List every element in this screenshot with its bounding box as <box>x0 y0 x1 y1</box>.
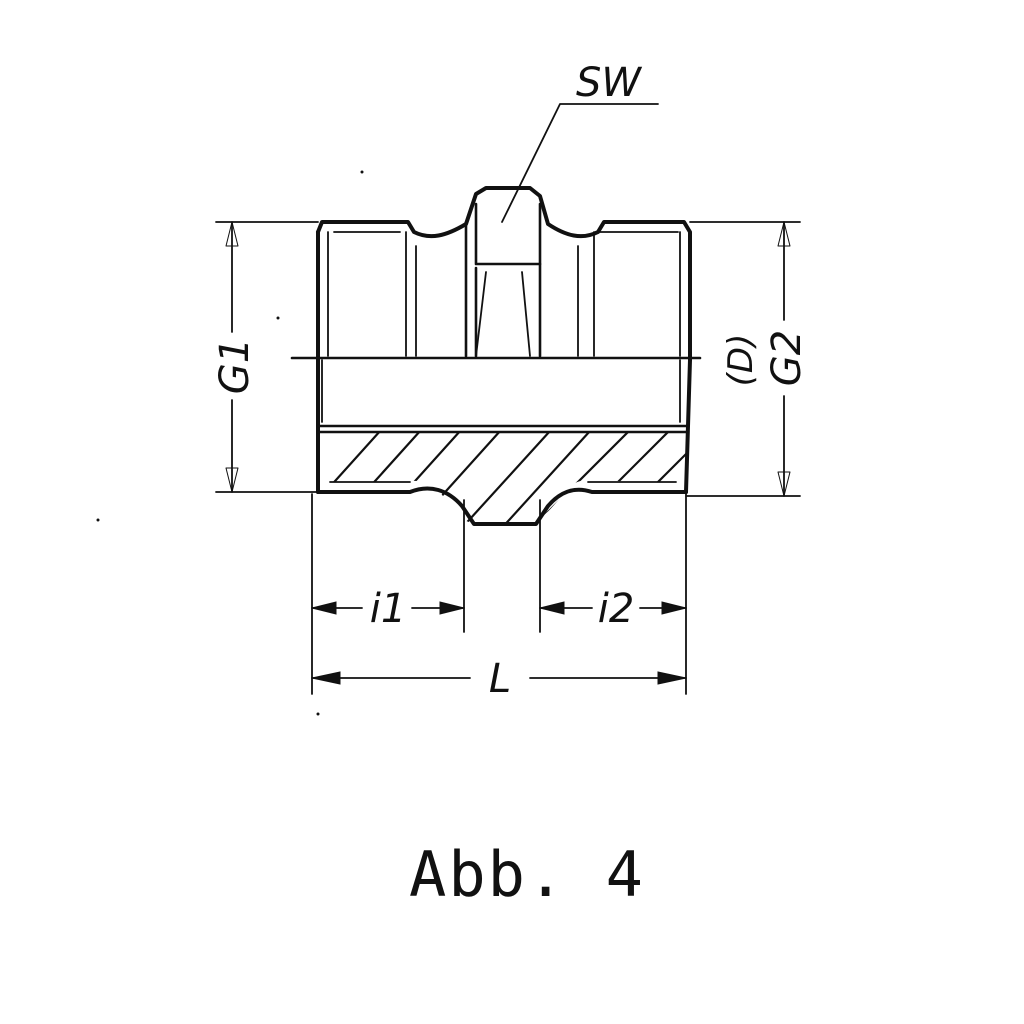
extension-lines <box>311 493 687 695</box>
label-d: (D) <box>721 334 761 387</box>
caption-text: Abb. 4 <box>409 838 645 911</box>
thread-right <box>577 231 681 483</box>
dimension-g2 <box>685 221 801 497</box>
label-i2: i2 <box>598 586 635 632</box>
scan-specks <box>96 170 364 716</box>
label-g1: G1 <box>212 338 258 394</box>
dimension-l <box>311 671 687 685</box>
label-i1: i1 <box>370 586 407 632</box>
dimension-i1 <box>311 601 465 615</box>
label-sw: SW <box>576 60 642 106</box>
dimension-i2 <box>539 601 687 615</box>
fitting-outline <box>316 186 692 526</box>
hex-nut <box>464 202 542 358</box>
dimension-g1 <box>215 221 319 493</box>
bore <box>290 356 702 434</box>
thread-left <box>321 231 417 483</box>
label-l: L <box>489 656 511 702</box>
sw-leader <box>501 103 659 223</box>
figure-caption: Abb. 4 <box>0 838 1024 911</box>
section-hatching <box>318 432 686 524</box>
label-g2: G2 <box>764 330 810 386</box>
